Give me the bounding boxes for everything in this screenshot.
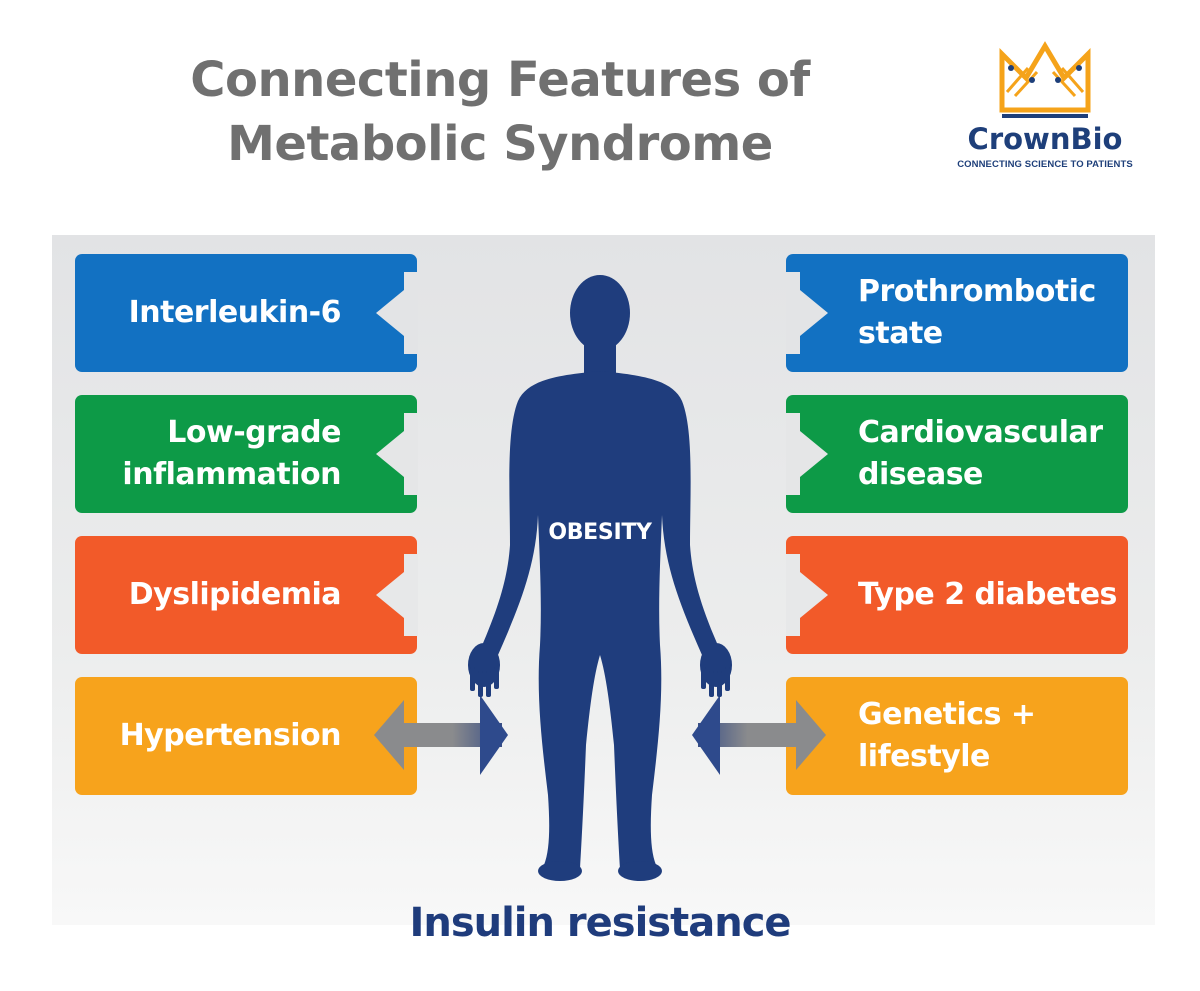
box-hypertension: Hypertension <box>75 677 417 795</box>
title-line-2: Metabolic Syndrome <box>227 116 773 172</box>
box-type-2-diabetes: Type 2 diabetes <box>786 536 1128 654</box>
notch-right-arrow-icon <box>786 272 828 354</box>
notch-right-arrow-icon <box>786 554 828 636</box>
double-arrow-icon <box>374 695 826 775</box>
crown-logo-icon <box>999 41 1091 118</box>
human-silhouette-icon <box>468 275 732 881</box>
notch-right-arrow-icon <box>786 413 828 495</box>
insulin-resistance-label: Insulin resistance <box>409 900 791 946</box>
logo-name: CrownBio <box>967 122 1123 156</box>
box-label: Interleukin-6 <box>128 295 342 330</box>
logo-tagline: CONNECTING SCIENCE TO PATIENTS <box>957 159 1133 170</box>
box-label: Type 2 diabetes <box>858 577 1117 612</box>
box-dyslipidemia: Dyslipidemia <box>75 536 417 654</box>
box-label: Genetics +lifestyle <box>858 697 1036 774</box>
notch-left-arrow-icon <box>376 413 418 495</box>
notch-left-arrow-icon <box>376 272 418 354</box>
box-interleukin-6: Interleukin-6 <box>75 254 417 372</box>
box-genetics-lifestyle: Genetics +lifestyle <box>786 677 1128 795</box>
box-label: Hypertension <box>119 718 342 753</box>
notch-left-arrow-icon <box>376 554 418 636</box>
obesity-label: OBESITY <box>548 520 652 545</box>
crownbio-logo: CrownBio CONNECTING SCIENCE TO PATIENTS <box>945 40 1145 180</box>
page-title: Connecting Features of Metabolic Syndrom… <box>150 48 850 176</box>
title-line-1: Connecting Features of <box>190 52 810 108</box>
box-label: Dyslipidemia <box>128 577 342 612</box>
